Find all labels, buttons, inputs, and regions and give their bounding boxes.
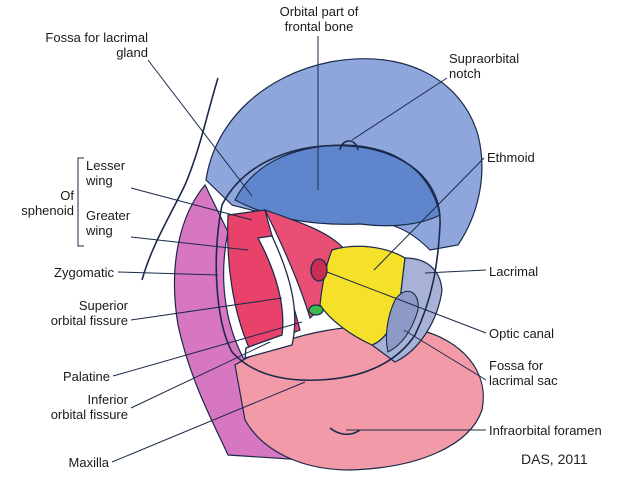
label-greater-wing: Greater wing <box>86 208 131 238</box>
label-palatine: Palatine <box>63 369 110 384</box>
label-lacrimal: Lacrimal <box>489 264 539 279</box>
leader-lacrimal <box>424 269 487 274</box>
label-infraorbital-foramen: Infraorbital foramen <box>489 423 602 438</box>
optic-canal-opening <box>310 258 328 282</box>
label-of-sphenoid: Of sphenoid <box>21 188 74 218</box>
label-lesser-wing: Lesser wing <box>86 158 126 188</box>
face-contour-line <box>141 77 219 281</box>
leader-superior-orbital-fissure <box>130 297 283 321</box>
leader-maxilla <box>111 381 306 463</box>
label-ethmoid: Ethmoid <box>487 150 535 165</box>
palatine-bone-region <box>308 304 324 316</box>
leader-optic-canal <box>326 271 487 334</box>
leader-ethmoid <box>373 157 485 271</box>
label-inferior-orbital-fissure: Inferior orbital fissure <box>50 392 128 422</box>
label-fossa-lacrimal-sac: Fossa for lacrimal sac <box>489 358 558 388</box>
leader-inferior-orbital-fissure <box>130 341 271 409</box>
label-superior-orbital-fissure: Superior orbital fissure <box>50 298 128 328</box>
leader-greater-wing <box>130 236 249 251</box>
orbital-margin-outline <box>215 144 441 382</box>
infraorbital-foramen-mark <box>329 427 361 436</box>
label-fossa-lacrimal-gland: Fossa for lacrimal gland <box>45 30 148 60</box>
leader-lesser-wing <box>130 187 253 221</box>
credit-text: DAS, 2011 <box>521 451 588 467</box>
sphenoid-bracket <box>77 157 84 247</box>
leader-fossa-lacrimal-gland <box>147 59 253 197</box>
label-maxilla: Maxilla <box>68 455 109 470</box>
leader-supraorbital-notch <box>351 77 448 141</box>
lacrimal-sac-fossa <box>385 290 419 353</box>
leader-palatine <box>112 321 303 377</box>
leader-zygomatic <box>117 271 219 276</box>
label-optic-canal: Optic canal <box>489 326 555 341</box>
leader-fossa-lacrimal-sac <box>403 329 487 381</box>
label-orbital-part-frontal-bone: Orbital part of frontal bone <box>279 4 359 34</box>
label-supraorbital-notch: Supraorbital notch <box>449 51 520 81</box>
superior-orbital-fissure-gap <box>244 235 296 359</box>
leader-lines <box>77 36 487 463</box>
label-zygomatic: Zygomatic <box>54 265 114 280</box>
